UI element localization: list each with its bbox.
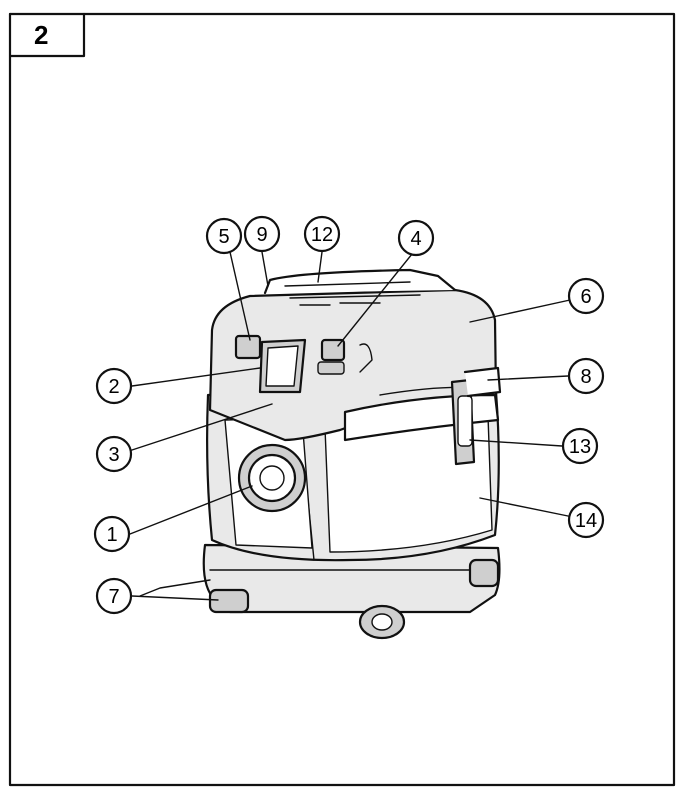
leader-13 <box>469 439 563 447</box>
callout-4: 4 <box>397 219 435 257</box>
callout-12: 12 <box>303 215 341 253</box>
power-switch <box>234 334 262 360</box>
callout-13: 13 <box>561 427 599 465</box>
callout-5: 5 <box>205 217 243 255</box>
base-with-casters <box>139 543 501 640</box>
leader-6 <box>469 299 571 323</box>
callout-7: 7 <box>95 577 133 615</box>
callouts: 1 2 3 4 5 6 7 8 <box>93 215 605 615</box>
callout-14: 14 <box>567 501 605 539</box>
leader-8 <box>487 375 569 381</box>
leader-14 <box>479 497 569 517</box>
figure-border: 2 <box>8 12 676 787</box>
callout-3: 3 <box>95 435 133 473</box>
callout-8: 8 <box>567 357 605 395</box>
leader-1 <box>129 485 253 535</box>
leader-9 <box>261 251 269 287</box>
figure-number: 2 <box>34 20 48 50</box>
callout-13-label: 13 <box>569 436 591 458</box>
callout-1-label: 1 <box>106 524 117 546</box>
callout-1: 1 <box>93 515 131 553</box>
callout-8-label: 8 <box>580 366 591 388</box>
leader-lines <box>129 251 571 601</box>
callout-6: 6 <box>567 277 605 315</box>
leader-12 <box>317 251 323 283</box>
front-caster-left <box>208 588 250 614</box>
callout-7-label: 7 <box>108 586 119 608</box>
vacuum-cleaner-illustration <box>139 268 502 640</box>
callout-12-label: 12 <box>311 224 333 246</box>
leader-2 <box>131 367 261 387</box>
callout-9: 9 <box>243 215 281 253</box>
callout-5-label: 5 <box>218 226 229 248</box>
leader-7 <box>131 595 219 601</box>
leader-5 <box>229 251 251 341</box>
leader-3 <box>131 403 273 451</box>
callout-2: 2 <box>95 367 133 405</box>
rear-caster-right <box>468 558 500 588</box>
callout-6-label: 6 <box>580 286 591 308</box>
callout-3-label: 3 <box>108 444 119 466</box>
leader-4 <box>337 253 413 347</box>
callout-2-label: 2 <box>108 376 119 398</box>
callout-9-label: 9 <box>256 224 267 246</box>
callout-4-label: 4 <box>410 228 421 250</box>
callout-14-label: 14 <box>575 510 597 532</box>
